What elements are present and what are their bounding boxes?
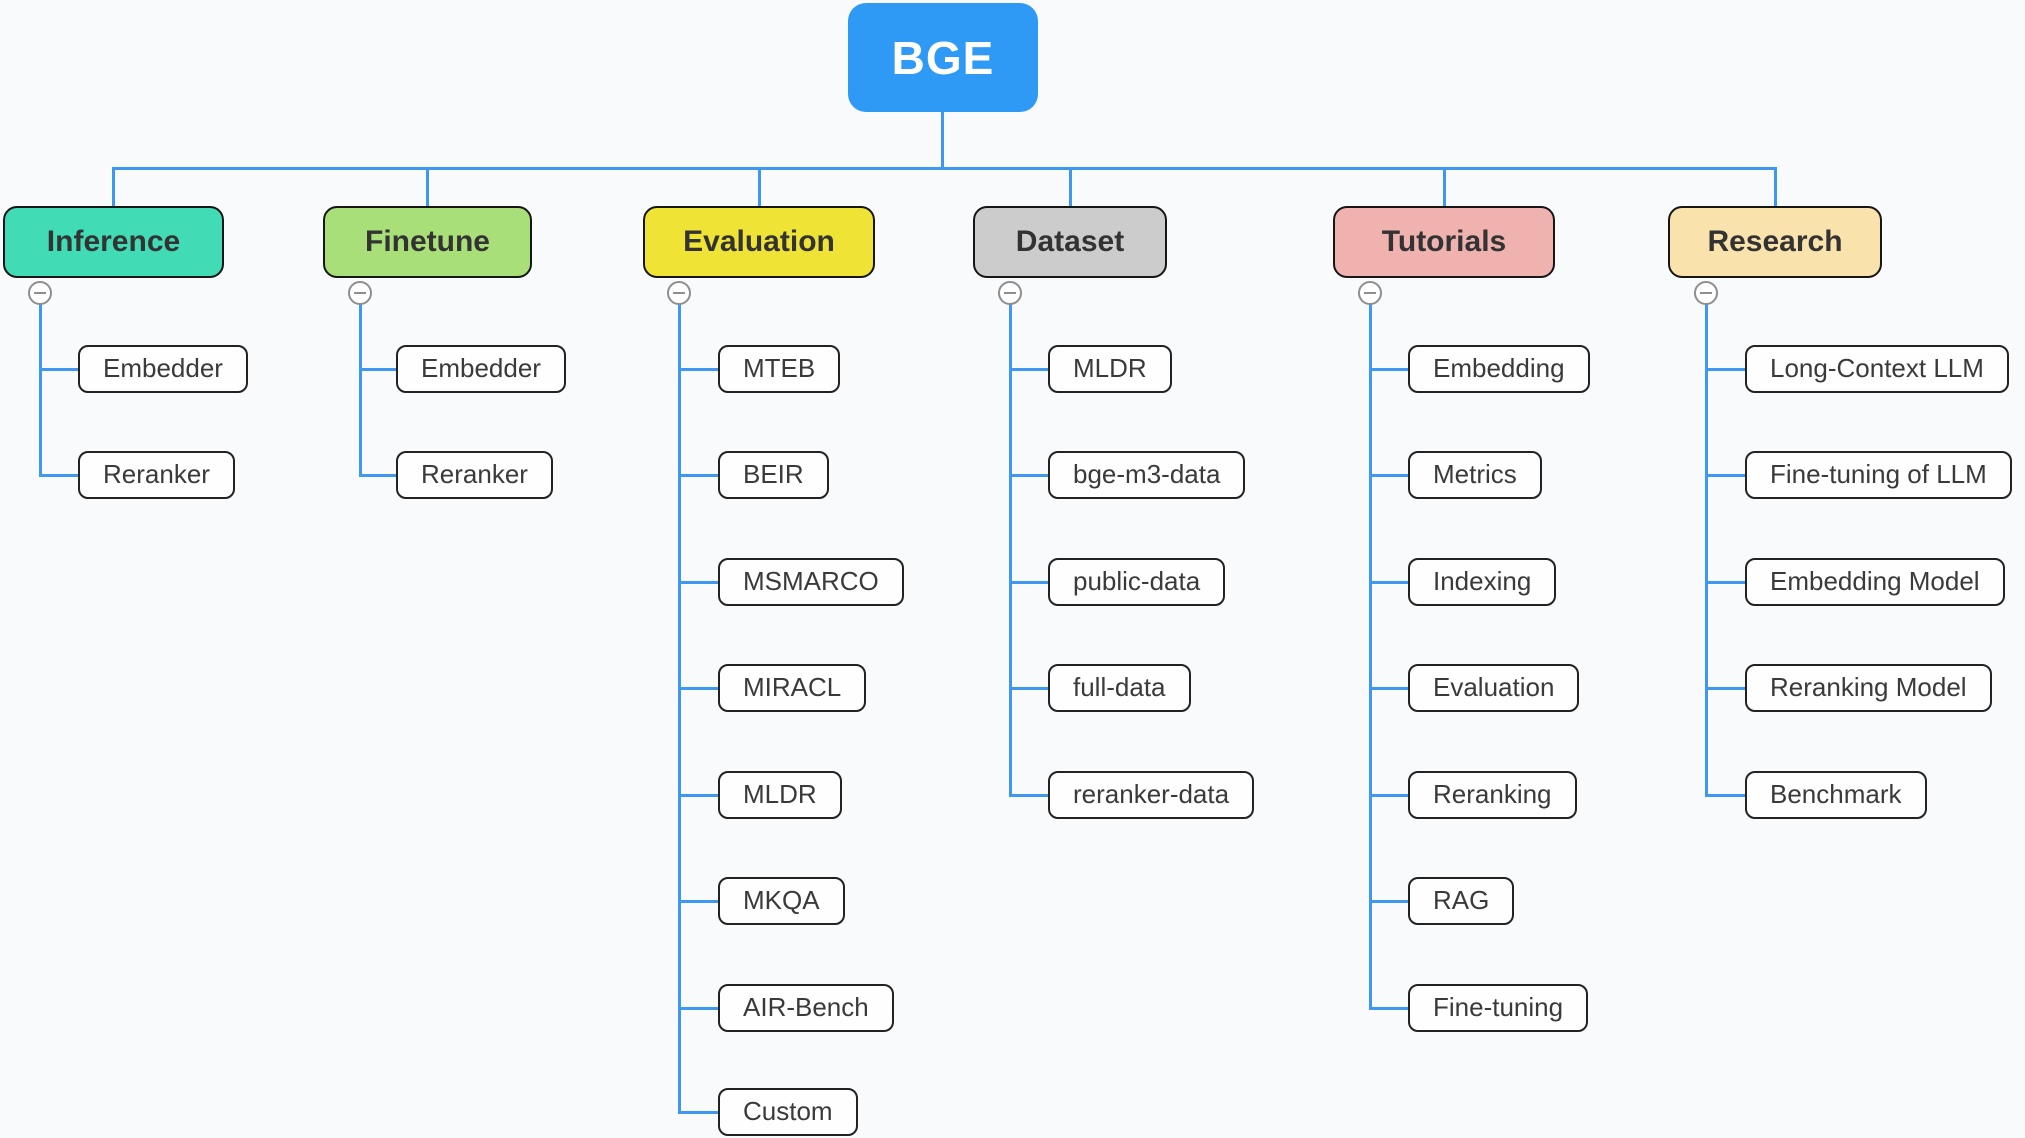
connector [1705,581,1745,584]
node-evaluation-mteb[interactable]: MTEB [718,345,841,393]
node-dataset-reranker-data[interactable]: reranker-data [1048,771,1255,819]
connector [1443,167,1446,208]
collapse-toggle-research[interactable] [1694,281,1718,305]
node-inference-reranker[interactable]: Reranker [78,451,235,499]
connector [678,581,718,584]
node-tutorials-fine-tuning[interactable]: Fine-tuning [1408,984,1589,1032]
connector [678,1111,718,1114]
connector [1009,687,1048,690]
minus-icon [1700,292,1712,294]
connector [1369,794,1408,797]
connector [359,368,396,371]
node-tutorials-reranking[interactable]: Reranking [1408,771,1577,819]
connector [678,474,718,477]
node-research-long-context-llm[interactable]: Long-Context LLM [1745,345,2009,393]
connector [1369,368,1408,371]
branch-node-research[interactable]: Research [1668,206,1882,278]
minus-icon [354,292,366,294]
node-tutorials-indexing[interactable]: Indexing [1408,558,1557,606]
node-finetune-reranker[interactable]: Reranker [396,451,553,499]
minus-icon [1004,292,1016,294]
branch-node-tutorials[interactable]: Tutorials [1333,206,1555,278]
connector [758,167,761,208]
collapse-toggle-finetune[interactable] [348,281,372,305]
collapse-toggle-inference[interactable] [28,281,52,305]
connector [1369,1007,1408,1010]
node-inference-embedder[interactable]: Embedder [78,345,248,393]
node-research-fine-tuning-of-llm[interactable]: Fine-tuning of LLM [1745,451,2012,499]
connector [1069,167,1072,208]
connector [112,167,115,208]
connector [1009,303,1012,797]
node-evaluation-mkqa[interactable]: MKQA [718,877,845,925]
root-node-bge[interactable]: BGE [848,3,1038,112]
connector [678,687,718,690]
node-tutorials-rag[interactable]: RAG [1408,877,1515,925]
node-evaluation-custom[interactable]: Custom [718,1088,858,1136]
connector [1369,303,1372,1010]
connector [359,303,362,477]
connector [39,368,78,371]
connector [678,303,681,1114]
node-dataset-bge-m3-data[interactable]: bge-m3-data [1048,451,1246,499]
branch-node-evaluation[interactable]: Evaluation [643,206,875,278]
node-evaluation-air-bench[interactable]: AIR-Bench [718,984,894,1032]
node-evaluation-beir[interactable]: BEIR [718,451,829,499]
node-tutorials-evaluation[interactable]: Evaluation [1408,664,1580,712]
connector [1009,474,1048,477]
connector [678,900,718,903]
connector [678,794,718,797]
connector [112,167,1776,170]
branch-node-dataset[interactable]: Dataset [973,206,1167,278]
node-research-reranking-model[interactable]: Reranking Model [1745,664,1992,712]
connector [1774,167,1777,208]
connector [1009,794,1048,797]
connector [1705,687,1745,690]
minus-icon [1364,292,1376,294]
connector [1369,474,1408,477]
node-finetune-embedder[interactable]: Embedder [396,345,566,393]
node-research-embedding-model[interactable]: Embedding Model [1745,558,2005,606]
connector [678,368,718,371]
connector [39,474,78,477]
node-tutorials-embedding[interactable]: Embedding [1408,345,1590,393]
minus-icon [34,292,46,294]
branch-node-finetune[interactable]: Finetune [323,206,532,278]
node-dataset-mldr[interactable]: MLDR [1048,345,1172,393]
branch-node-inference[interactable]: Inference [3,206,224,278]
node-tutorials-metrics[interactable]: Metrics [1408,451,1542,499]
collapse-toggle-evaluation[interactable] [667,281,691,305]
connector [1369,900,1408,903]
node-research-benchmark[interactable]: Benchmark [1745,771,1927,819]
connector [941,110,944,169]
node-dataset-full-data[interactable]: full-data [1048,664,1191,712]
connector [1705,794,1745,797]
connector [1369,581,1408,584]
minus-icon [673,292,685,294]
node-evaluation-mldr[interactable]: MLDR [718,771,842,819]
connector [426,167,429,208]
node-evaluation-msmarco[interactable]: MSMARCO [718,558,904,606]
connector [1009,581,1048,584]
collapse-toggle-tutorials[interactable] [1358,281,1382,305]
connector [1369,687,1408,690]
connector [359,474,396,477]
connector [678,1007,718,1010]
connector [1705,303,1708,797]
connector [39,303,42,477]
collapse-toggle-dataset[interactable] [998,281,1022,305]
connector [1705,474,1745,477]
connector [1705,368,1745,371]
connector [1009,368,1048,371]
node-dataset-public-data[interactable]: public-data [1048,558,1226,606]
node-evaluation-miracl[interactable]: MIRACL [718,664,867,712]
